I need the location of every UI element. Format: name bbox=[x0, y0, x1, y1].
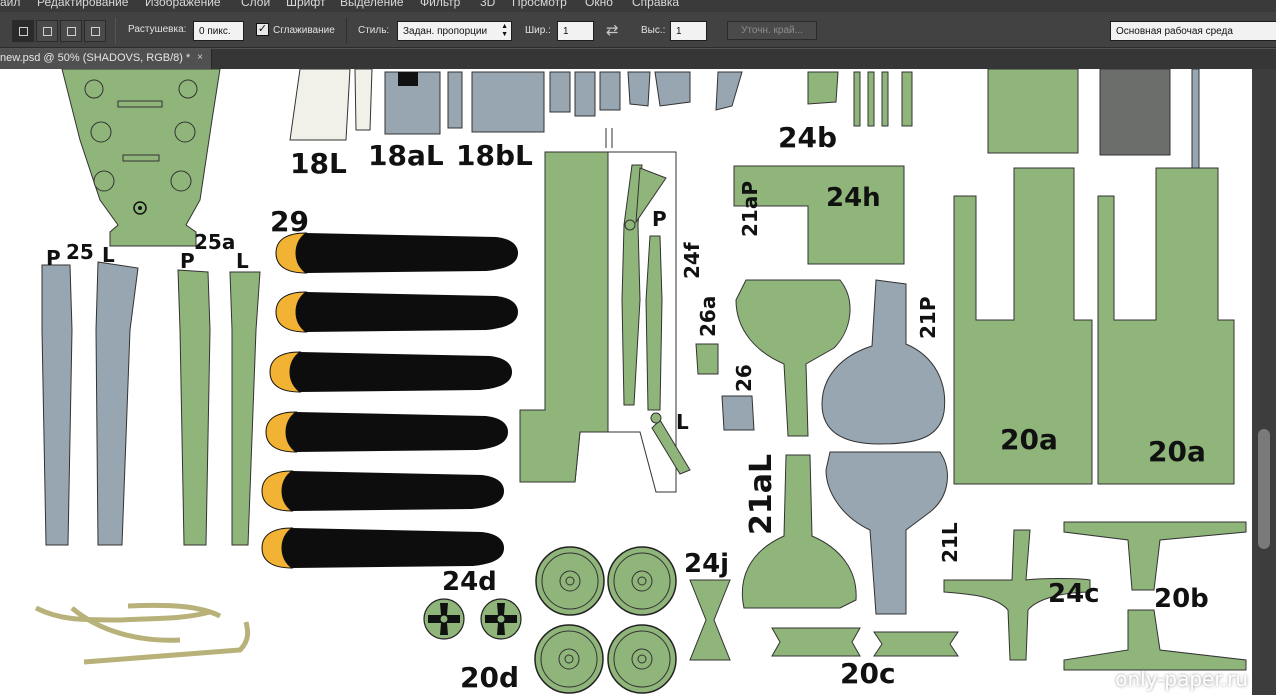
antialias-label: Сглаживание bbox=[273, 25, 335, 36]
document-tab-title: new.psd @ 50% (SHADOVS, RGB/8) * bbox=[0, 52, 191, 64]
separator bbox=[115, 18, 116, 44]
menu-type[interactable]: Шрифт bbox=[286, 0, 326, 9]
menu-window[interactable]: Окно bbox=[585, 0, 613, 9]
part-label-25: 25 bbox=[66, 240, 94, 264]
part-label-24d: 24d bbox=[442, 567, 497, 597]
scrollbar-thumb[interactable] bbox=[1258, 429, 1270, 549]
part-label-24c: 24c bbox=[1048, 579, 1100, 609]
part-label-26a: 26a bbox=[696, 295, 720, 337]
antialias-checkbox[interactable]: ✓ bbox=[256, 23, 269, 36]
part-label-21l: 21L bbox=[938, 522, 962, 563]
width-input[interactable]: 1 bbox=[557, 21, 594, 41]
part-label-21ap: 21aP bbox=[738, 181, 762, 237]
part-label-20c: 20c bbox=[840, 657, 896, 690]
style-select[interactable]: Задан. пропорции ▲▼ bbox=[397, 21, 512, 41]
menu-3d[interactable]: 3D bbox=[480, 0, 496, 9]
paper-model-artwork bbox=[34, 69, 1247, 694]
menu-filter[interactable]: Фильтр bbox=[420, 0, 461, 9]
menu-bar: айл Редактирование Изображение Слои Шриф… bbox=[0, 0, 1276, 12]
part-label-26: 26 bbox=[732, 364, 756, 392]
part-label-p: P bbox=[652, 207, 667, 231]
document-tab-bar: new.psd @ 50% (SHADOVS, RGB/8) * × bbox=[0, 49, 1276, 69]
part-label-25a-p: P bbox=[180, 249, 195, 273]
vertical-scrollbar[interactable] bbox=[1252, 69, 1276, 695]
part-label-21al: 21aL bbox=[744, 453, 779, 535]
swap-dimensions-icon[interactable]: ⇄ bbox=[606, 22, 619, 39]
options-bar: Растушевка: 0 пикс. bbox=[0, 12, 1276, 48]
part-label-20a-left: 20a bbox=[1000, 423, 1058, 456]
part-label-24f: 24f bbox=[680, 242, 704, 279]
style-label: Стиль: bbox=[358, 25, 390, 36]
part-label-18l: 18L bbox=[290, 147, 347, 180]
part-label-25a: 25a bbox=[194, 230, 236, 254]
width-label: Шир.: bbox=[525, 25, 551, 36]
feather-input[interactable]: 0 пикс. bbox=[193, 21, 244, 41]
part-label-25-p: P bbox=[46, 246, 61, 270]
menu-image[interactable]: Изображение bbox=[145, 0, 221, 9]
subtract-from-selection-icon[interactable] bbox=[60, 20, 82, 42]
part-label-24b: 24b bbox=[778, 121, 838, 154]
add-to-selection-icon[interactable] bbox=[36, 20, 58, 42]
part-label-21p: 21P bbox=[916, 296, 940, 340]
select-arrows-icon: ▲▼ bbox=[501, 23, 508, 38]
part-label-18al: 18aL bbox=[368, 139, 444, 172]
part-label-25-l: L bbox=[102, 243, 115, 267]
menu-edit[interactable]: Редактирование bbox=[37, 0, 129, 9]
refine-edge-button[interactable]: Уточн. край... bbox=[727, 21, 817, 40]
feather-label: Растушевка: bbox=[128, 24, 187, 35]
watermark: only-paper.ru bbox=[1115, 667, 1248, 691]
part-label-29: 29 bbox=[270, 205, 309, 238]
height-label: Выс.: bbox=[641, 25, 666, 36]
menu-file[interactable]: айл bbox=[0, 0, 21, 9]
menu-help[interactable]: Справка bbox=[632, 0, 680, 9]
height-input[interactable]: 1 bbox=[670, 21, 707, 41]
part-label-20d: 20d bbox=[460, 661, 520, 694]
canvas[interactable]: 18L 18aL 18bL 24b 24h 21aP 24f P L 26a 2… bbox=[0, 69, 1252, 695]
menu-select[interactable]: Выделение bbox=[340, 0, 404, 9]
separator bbox=[346, 18, 347, 44]
part-label-l: L bbox=[676, 410, 689, 434]
menu-view[interactable]: Просмотр bbox=[512, 0, 567, 9]
style-select-value: Задан. пропорции bbox=[403, 26, 488, 37]
part-label-24h: 24h bbox=[826, 183, 881, 213]
part-label-24j: 24j bbox=[684, 549, 730, 579]
part-label-20a-right: 20a bbox=[1148, 435, 1206, 468]
intersect-selection-icon[interactable] bbox=[84, 20, 106, 42]
menu-layers[interactable]: Слои bbox=[241, 0, 271, 9]
close-icon[interactable]: × bbox=[197, 52, 203, 63]
part-label-20b: 20b bbox=[1154, 584, 1209, 614]
new-selection-icon[interactable] bbox=[12, 20, 34, 42]
part-label-25a-l: L bbox=[236, 249, 249, 273]
part-label-18bl: 18bL bbox=[456, 139, 533, 172]
workspace-select[interactable]: Основная рабочая среда bbox=[1110, 21, 1276, 41]
document-tab[interactable]: new.psd @ 50% (SHADOVS, RGB/8) * × bbox=[0, 49, 212, 69]
